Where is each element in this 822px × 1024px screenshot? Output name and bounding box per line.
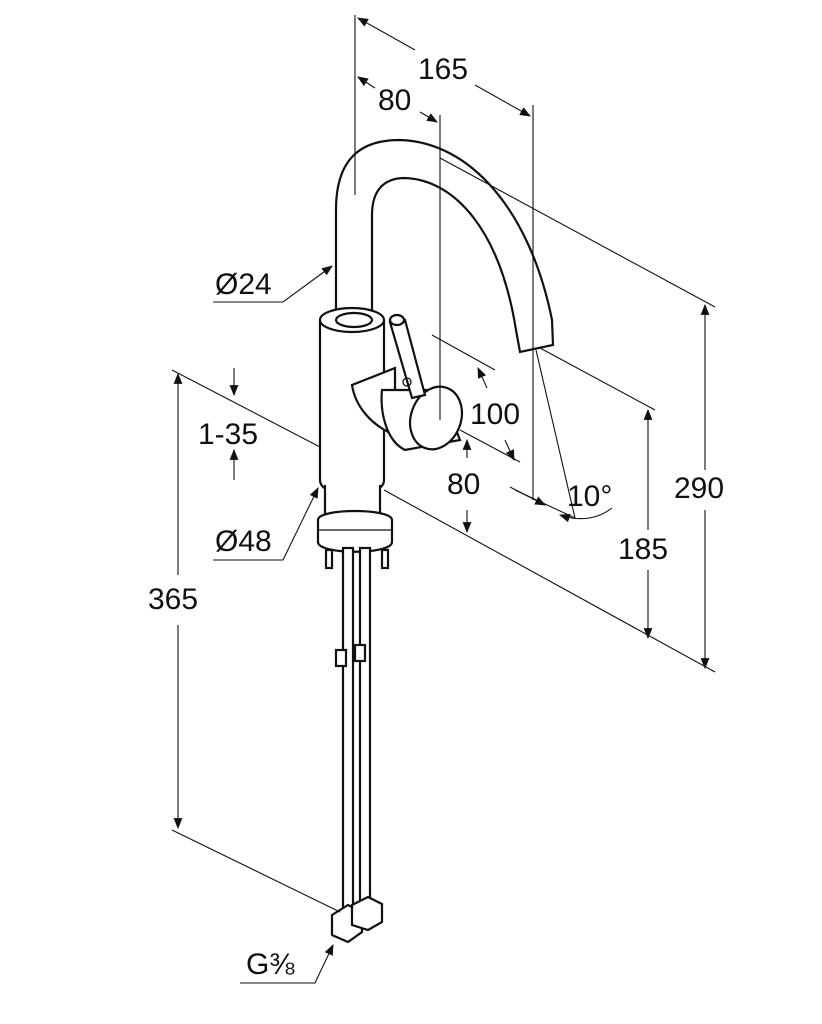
dim-diameter-48-label: Ø48 xyxy=(215,525,272,558)
dim-365-label: 365 xyxy=(148,583,199,616)
dim-thread-label: G⅜ xyxy=(246,948,295,981)
dim-290-label: 290 xyxy=(674,472,725,505)
faucet-outline xyxy=(316,138,555,944)
dim-diameter-24-label: Ø24 xyxy=(215,268,272,301)
dimension-lines xyxy=(171,15,716,984)
dim-80-label: 80 xyxy=(447,468,481,501)
dim-185-label: 185 xyxy=(618,533,669,566)
dim-deck-thickness-label: 1-35 xyxy=(198,418,259,451)
dim-165-label: 165 xyxy=(418,53,469,86)
dim-100-label: 100 xyxy=(470,398,521,431)
dim-angle-label: 10° xyxy=(567,480,613,513)
dim-80-top-label: 80 xyxy=(378,84,412,117)
